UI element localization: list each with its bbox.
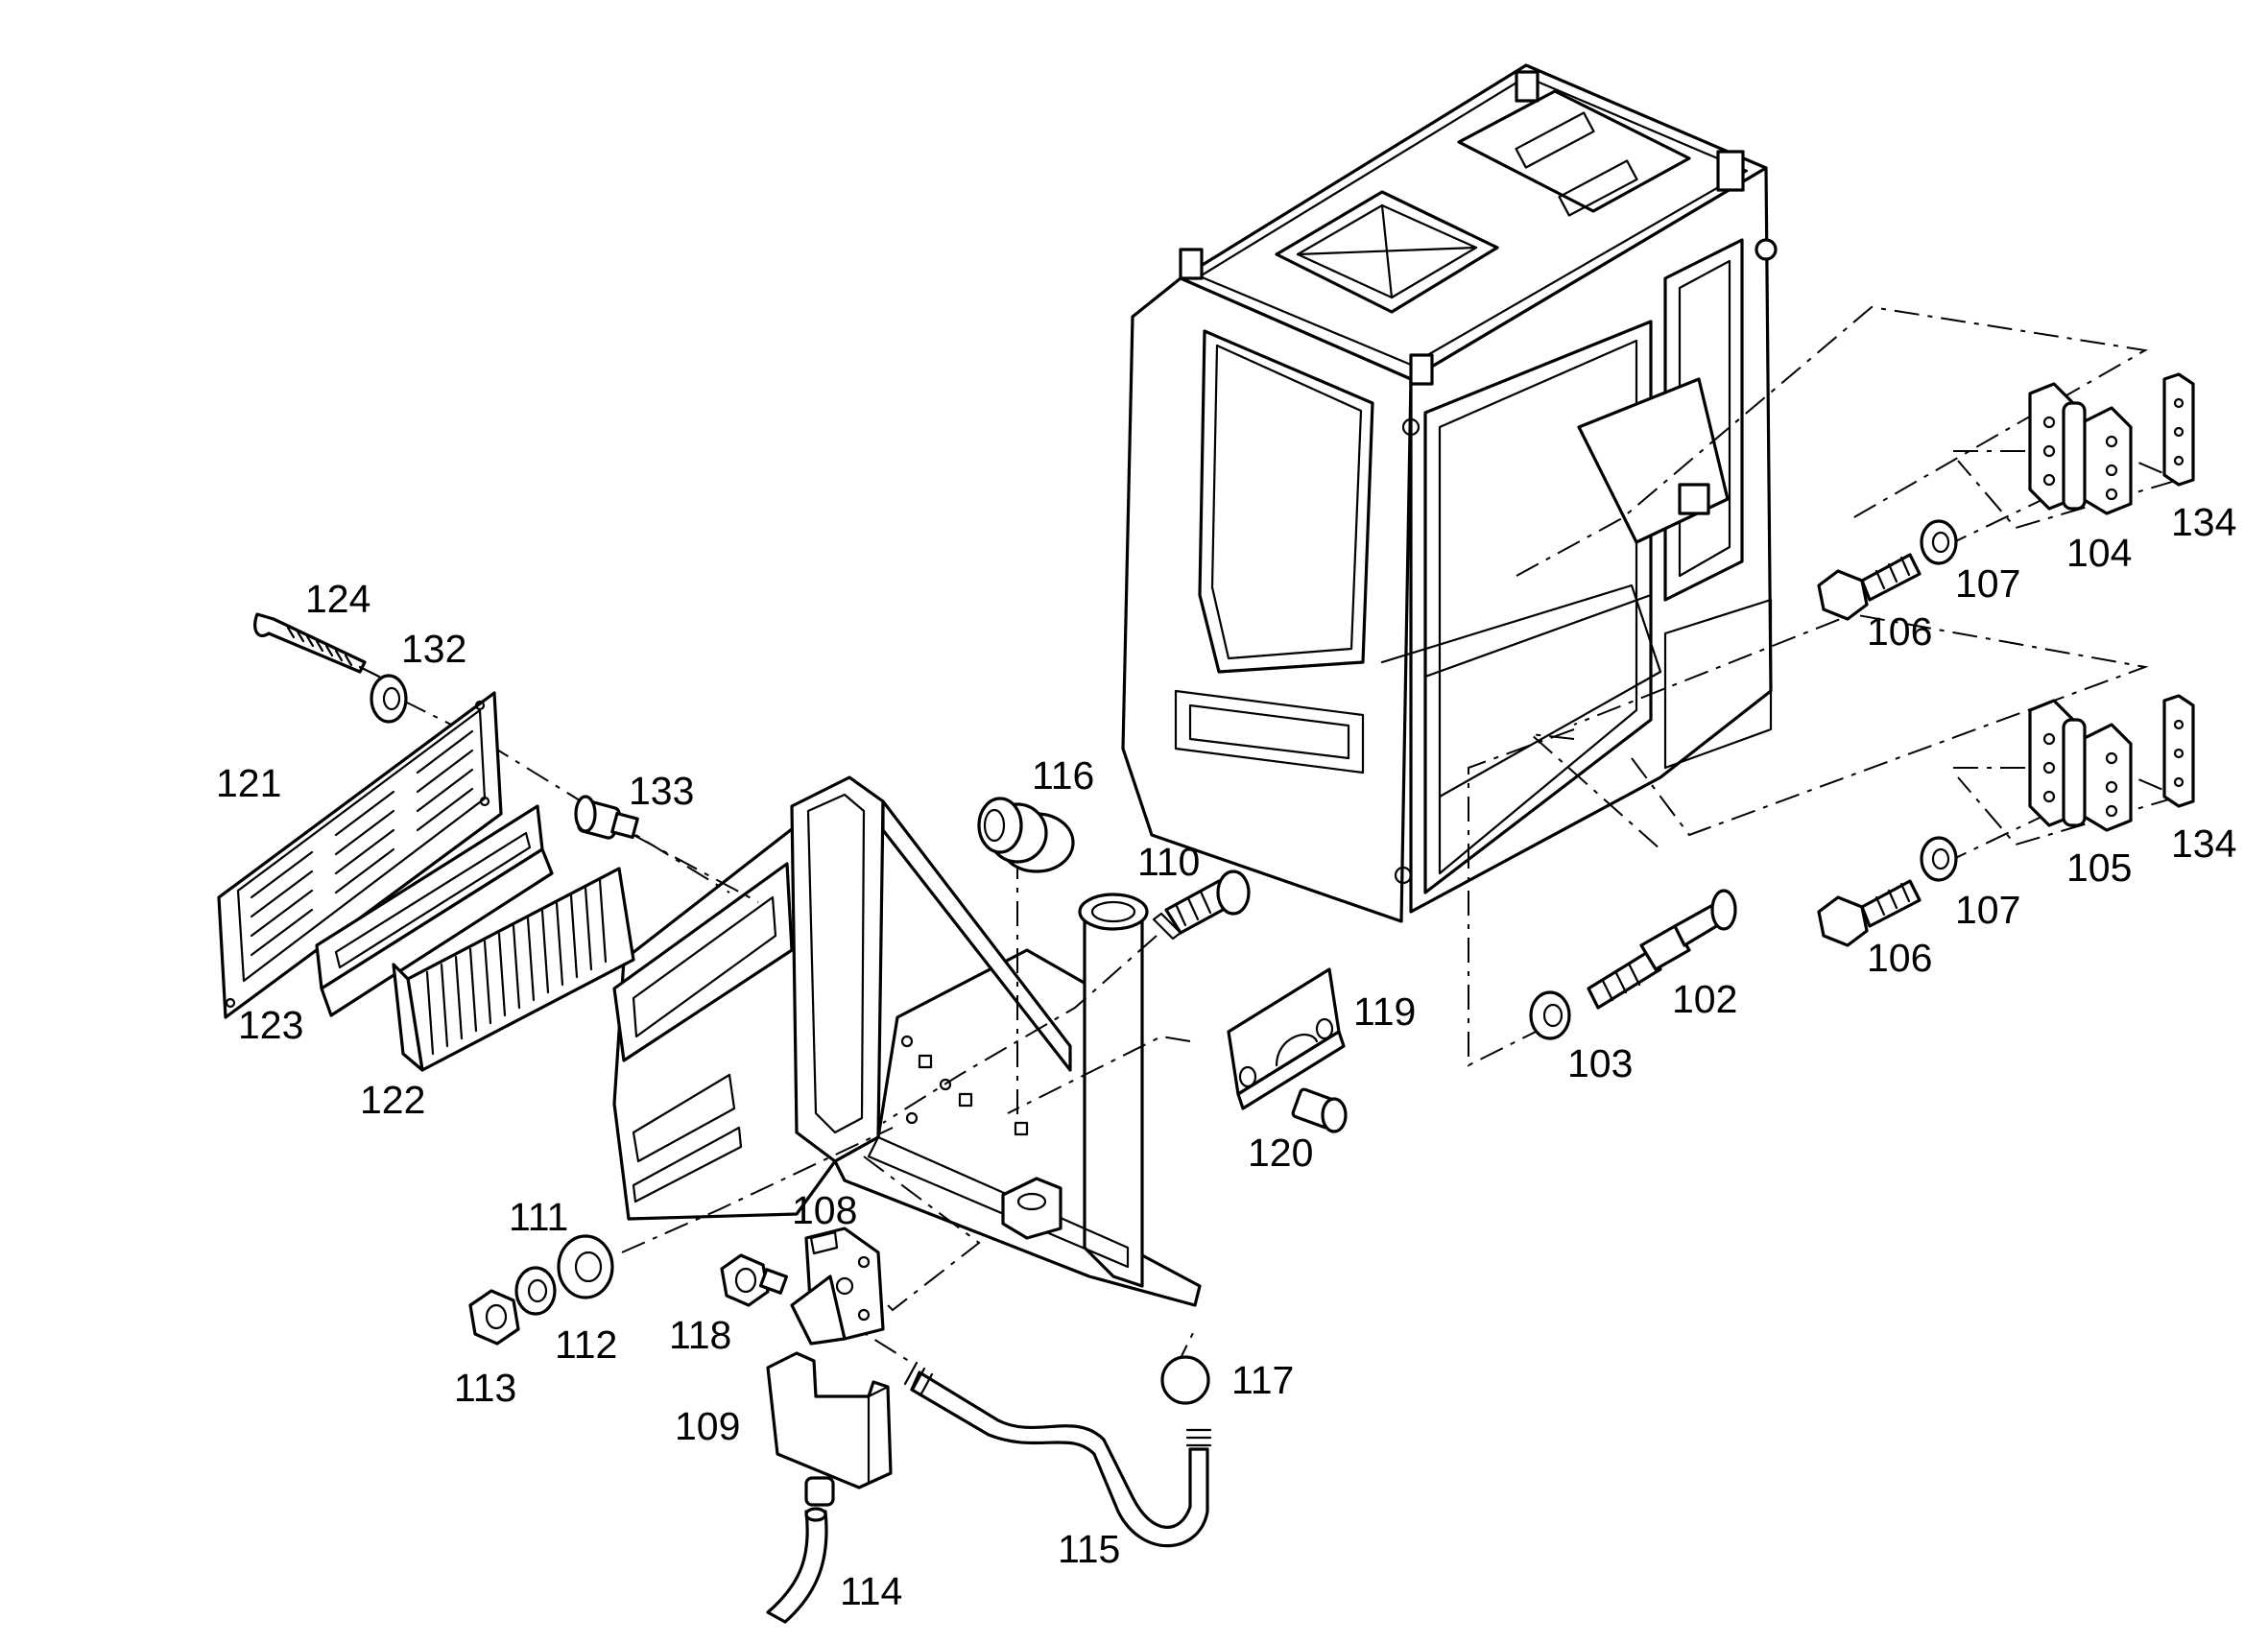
label-112: 112	[555, 1322, 617, 1367]
label-107-upper: 107	[1955, 561, 2020, 606]
label-123: 123	[238, 1003, 303, 1047]
label-118: 118	[669, 1313, 731, 1357]
part-labels: 124 132 121 133 123 122 116 110 119 120 …	[216, 500, 2236, 1613]
label-124: 124	[305, 577, 370, 621]
part-134-plate-upper	[2162, 372, 2195, 487]
label-104: 104	[2066, 531, 2132, 575]
part-115-tube	[903, 1361, 1212, 1548]
part-108-bracket	[790, 1227, 885, 1346]
label-134-lower: 134	[2171, 822, 2236, 866]
cab-frame	[1121, 63, 1778, 923]
part-103-washer	[1529, 990, 1571, 1040]
label-105: 105	[2066, 846, 2132, 890]
label-106-upper: 106	[1867, 609, 1932, 654]
part-113-nut	[468, 1289, 520, 1346]
part-121-grille-plate	[217, 691, 503, 1019]
part-118-nut	[720, 1253, 789, 1307]
part-133-pin	[574, 795, 639, 840]
part-109-cup	[766, 1351, 893, 1507]
label-115: 115	[1058, 1527, 1120, 1571]
part-134-plate-lower	[2162, 694, 2195, 808]
label-106-lower: 106	[1867, 936, 1932, 980]
part-107-washer-upper	[1920, 519, 1958, 565]
label-103: 103	[1567, 1041, 1633, 1085]
part-112-washer	[514, 1266, 557, 1316]
label-121: 121	[216, 761, 281, 805]
part-104-hinge	[2028, 382, 2133, 515]
label-120: 120	[1248, 1131, 1313, 1175]
part-122-filter	[392, 867, 635, 1072]
label-111: 111	[509, 1195, 568, 1239]
part-102-stud	[1587, 889, 1737, 1010]
label-109: 109	[675, 1404, 740, 1448]
part-116-grommet	[977, 797, 1075, 873]
part-119-pad	[1227, 967, 1346, 1110]
label-132: 132	[401, 627, 466, 671]
side-console	[612, 775, 1202, 1307]
part-106-bolt-upper	[1817, 553, 1922, 621]
label-134-upper: 134	[2171, 500, 2236, 544]
part-124-screw	[253, 612, 381, 679]
part-120-plug	[1291, 1087, 1348, 1133]
label-113: 113	[454, 1366, 516, 1410]
part-106-bolt-lower	[1817, 879, 1922, 947]
part-111-washer	[557, 1234, 614, 1299]
label-133: 133	[629, 769, 694, 813]
part-114-hose	[766, 1507, 828, 1624]
part-132-washer	[370, 674, 408, 724]
part-107-washer-lower	[1920, 836, 1958, 882]
label-116: 116	[1032, 753, 1094, 798]
label-102: 102	[1672, 977, 1737, 1021]
label-110: 110	[1137, 840, 1200, 884]
part-123-gasket-frame	[315, 804, 554, 1017]
part-117-ball	[1160, 1355, 1210, 1405]
label-114: 114	[840, 1569, 902, 1613]
label-108: 108	[792, 1188, 857, 1232]
part-105-hinge	[2028, 699, 2133, 832]
label-122: 122	[360, 1078, 425, 1122]
label-107-lower: 107	[1955, 888, 2020, 932]
label-117: 117	[1231, 1358, 1294, 1402]
label-119: 119	[1353, 989, 1416, 1034]
part-110-bolt	[1152, 870, 1251, 941]
